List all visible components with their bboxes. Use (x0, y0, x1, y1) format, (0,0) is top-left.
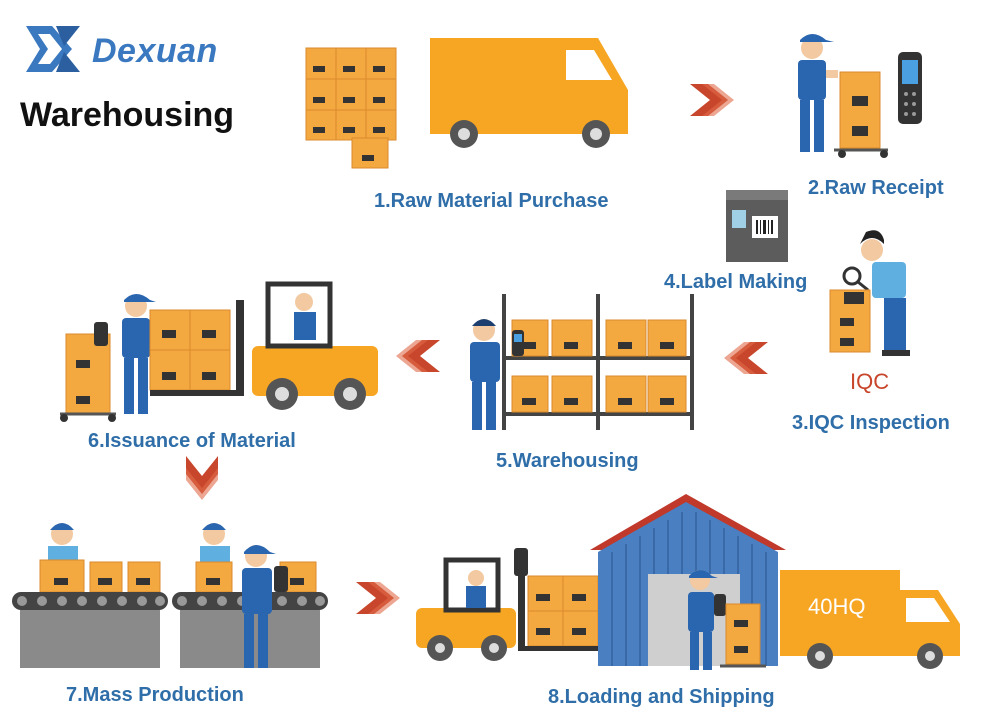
arrow-right-icon (690, 84, 734, 116)
arrow-left-icon (396, 340, 440, 372)
label-printer-icon (726, 190, 788, 262)
forklift-worker-icon (60, 281, 378, 422)
step-4-label: 4.Label Making (664, 271, 808, 293)
truck-with-boxes-icon (305, 38, 628, 169)
step-2-label: 2.Raw Receipt (808, 177, 944, 199)
step-1-label: 1.Raw Material Purchase (374, 190, 609, 212)
step-6-label: 6.Issuance of Material (88, 430, 296, 452)
arrow-left-icon (724, 342, 768, 374)
page-title: Warehousing (20, 96, 235, 134)
production-conveyor-icon (12, 523, 328, 668)
inspector-magnifier-icon (829, 230, 910, 356)
step-5-label: 5.Warehousing (496, 450, 639, 472)
step-3-label: 3.IQC Inspection (792, 412, 950, 434)
brand-name: Dexuan (92, 32, 218, 70)
arrow-down-icon (186, 456, 218, 500)
truck-container-label: 40HQ (808, 594, 866, 619)
warehouse-truck-icon (416, 494, 960, 670)
step-8-label: 8.Loading and Shipping (548, 686, 775, 708)
iqc-tag: IQC (850, 369, 890, 394)
dx-logo-icon (22, 24, 82, 74)
arrow-right-icon (356, 582, 400, 614)
delivery-truck (430, 38, 628, 148)
shelving-worker-icon (470, 294, 694, 430)
worker-handheld-scanner-icon (798, 34, 922, 158)
box-stack-1 (305, 47, 397, 169)
step-7-label: 7.Mass Production (66, 684, 244, 706)
